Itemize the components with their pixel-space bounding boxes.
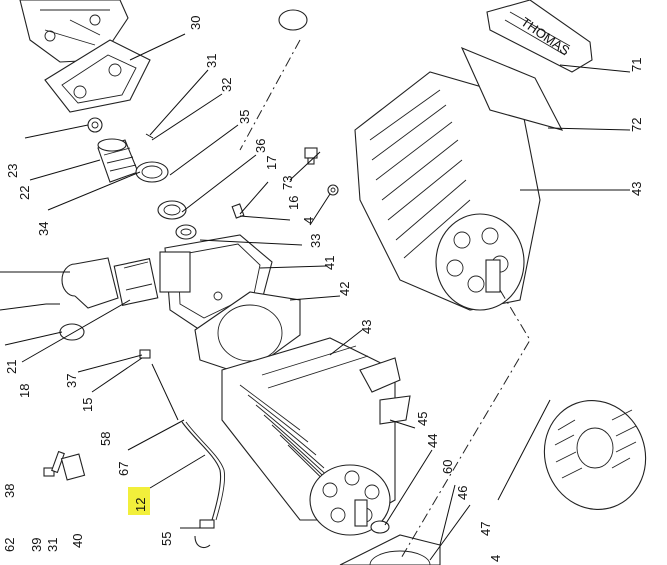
axis-line-right (399, 289, 531, 561)
part-pin-31 (145, 133, 154, 139)
part-gasket-42 (194, 291, 301, 376)
part-finned-plate-47 (543, 400, 647, 510)
callout-71: 71 (629, 58, 644, 72)
callout-30: 30 (188, 16, 203, 30)
callout-43-lower: 43 (359, 320, 374, 334)
callout-55: 55 (159, 532, 174, 546)
part-ring-34 (135, 161, 169, 183)
part-right-housing (354, 71, 541, 311)
part-ring-top (278, 9, 308, 31)
callout-22: 22 (17, 186, 32, 200)
callout-40: 40 (70, 534, 85, 548)
callout-32: 32 (219, 78, 234, 92)
callout-23: 23 (5, 164, 20, 178)
callout-45: 45 (415, 412, 430, 426)
callout-17: 17 (264, 156, 279, 170)
callout-16: 16 (286, 196, 301, 210)
callout-72: 72 (629, 118, 644, 132)
drawing-parts: THOMAS (19, 0, 647, 565)
callout-18: 18 (17, 384, 32, 398)
callout-labels: 30 31 32 35 36 17 73 16 4 33 41 42 43 43… (2, 16, 644, 562)
callout-38: 38 (2, 484, 17, 498)
leader-lines (0, 33, 631, 561)
part-gasket-72 (460, 46, 564, 131)
callout-31: 31 (204, 54, 219, 68)
part-mount-bracket (359, 357, 411, 425)
callout-58: 58 (98, 432, 113, 446)
part-fitting-15 (139, 349, 151, 359)
callout-44: 44 (425, 434, 440, 448)
callout-37: 37 (64, 374, 79, 388)
part-filter-22 (97, 138, 139, 183)
callout-4-lower: 4 (488, 555, 503, 562)
callout-12: 12 (133, 498, 148, 512)
part-gasket-30 (44, 39, 151, 113)
part-end-cover-46 (339, 534, 441, 565)
part-ring-35 (157, 200, 187, 220)
callout-4: 4 (301, 217, 316, 224)
callout-39: 39 (29, 538, 44, 552)
part-ring-36 (175, 224, 197, 240)
part-pipe-12 (181, 421, 222, 521)
callout-33: 33 (308, 234, 323, 248)
callout-47: 47 (478, 522, 493, 536)
part-screw-16 (231, 203, 245, 219)
callout-34: 34 (36, 222, 51, 236)
part-tube-58 (151, 363, 179, 421)
callout-73: 73 (280, 176, 295, 190)
part-main-body (221, 337, 396, 536)
part-38 (43, 467, 55, 477)
part-31b (51, 450, 65, 474)
part-inlet-elbow (61, 257, 159, 309)
callout-31-lower: 31 (45, 538, 60, 552)
callout-43-upper: 43 (629, 182, 644, 196)
callout-42: 42 (337, 282, 352, 296)
callout-15: 15 (80, 398, 95, 412)
axis-line-top (239, 39, 301, 151)
part-fitting-23 (87, 117, 103, 133)
callout-12-highlight (128, 487, 150, 515)
part-fitting-55 (194, 519, 215, 549)
callout-46: 46 (455, 486, 470, 500)
callout-62: 62 (2, 538, 17, 552)
callout-67: 67 (116, 462, 131, 476)
part-40 (60, 453, 86, 481)
part-nameplate-71: THOMAS (486, 0, 593, 73)
part-pipe-12-edge (185, 421, 225, 521)
callout-41: 41 (322, 256, 337, 270)
part-oring-44 (370, 520, 390, 534)
callout-35: 35 (237, 110, 252, 124)
callout-60: 60 (440, 460, 455, 474)
part-nut-4 (327, 184, 339, 196)
callout-21: 21 (4, 360, 19, 374)
callout-36: 36 (253, 139, 268, 153)
